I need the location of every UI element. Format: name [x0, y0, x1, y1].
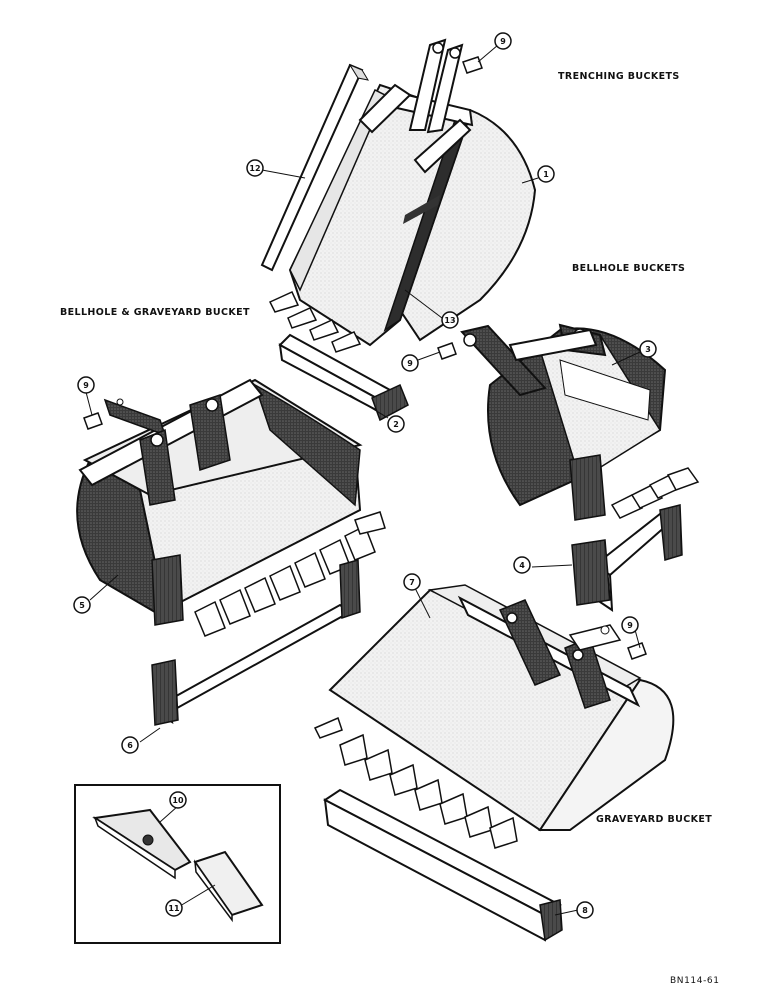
callout-7: 7 [403, 573, 421, 591]
trenching-bucket [260, 38, 537, 353]
svg-text:9: 9 [83, 381, 89, 390]
bellhole-bucket [460, 323, 700, 521]
tooth-inset [74, 784, 281, 944]
svg-text:6: 6 [127, 741, 133, 750]
callout-11: 11 [165, 899, 183, 917]
bellhole-graveyard-bucket [76, 378, 386, 637]
svg-text:10: 10 [172, 796, 184, 805]
graveyard-bucket [313, 584, 675, 849]
tooth-guard-6 [151, 559, 361, 726]
callout-8: 8 [576, 901, 594, 919]
svg-text:9: 9 [407, 359, 413, 368]
tooth-guard-4 [571, 504, 683, 612]
leader-lines [85, 44, 641, 916]
svg-text:2: 2 [393, 420, 399, 429]
callout-9-left: 9 [77, 376, 95, 394]
tooth-guard-2 [278, 333, 409, 422]
callout-2: 2 [387, 415, 405, 433]
callout-9-right: 9 [621, 616, 639, 634]
figure-id: BN114-61 [670, 976, 720, 986]
tooth-guard-8 [323, 788, 563, 942]
svg-text:1: 1 [543, 170, 549, 179]
svg-text:11: 11 [168, 904, 180, 913]
label-graveyard-bucket: GRAVEYARD BUCKET [596, 814, 712, 825]
callout-13: 13 [441, 311, 459, 329]
callout-12: 12 [246, 159, 264, 177]
callout-9-top: 9 [494, 32, 512, 50]
svg-text:9: 9 [500, 37, 506, 46]
callout-9-mid: 9 [401, 354, 419, 372]
nut-hardware [83, 56, 647, 660]
callout-6: 6 [121, 736, 139, 754]
svg-text:5: 5 [79, 601, 85, 610]
svg-text:7: 7 [409, 578, 415, 587]
label-bellhole-graveyard-bucket: BELLHOLE & GRAVEYARD BUCKET [60, 307, 250, 318]
callout-10: 10 [169, 791, 187, 809]
svg-text:8: 8 [582, 906, 588, 915]
label-bellhole-buckets: BELLHOLE BUCKETS [572, 263, 685, 274]
label-trenching-buckets: TRENCHING BUCKETS [558, 71, 680, 82]
svg-text:4: 4 [519, 561, 525, 570]
callout-5: 5 [73, 596, 91, 614]
svg-text:13: 13 [444, 316, 455, 325]
svg-text:12: 12 [249, 164, 260, 173]
svg-text:3: 3 [645, 345, 651, 354]
callout-1: 1 [537, 165, 555, 183]
callout-4: 4 [513, 556, 531, 574]
svg-text:9: 9 [627, 621, 633, 630]
callout-3: 3 [639, 340, 657, 358]
